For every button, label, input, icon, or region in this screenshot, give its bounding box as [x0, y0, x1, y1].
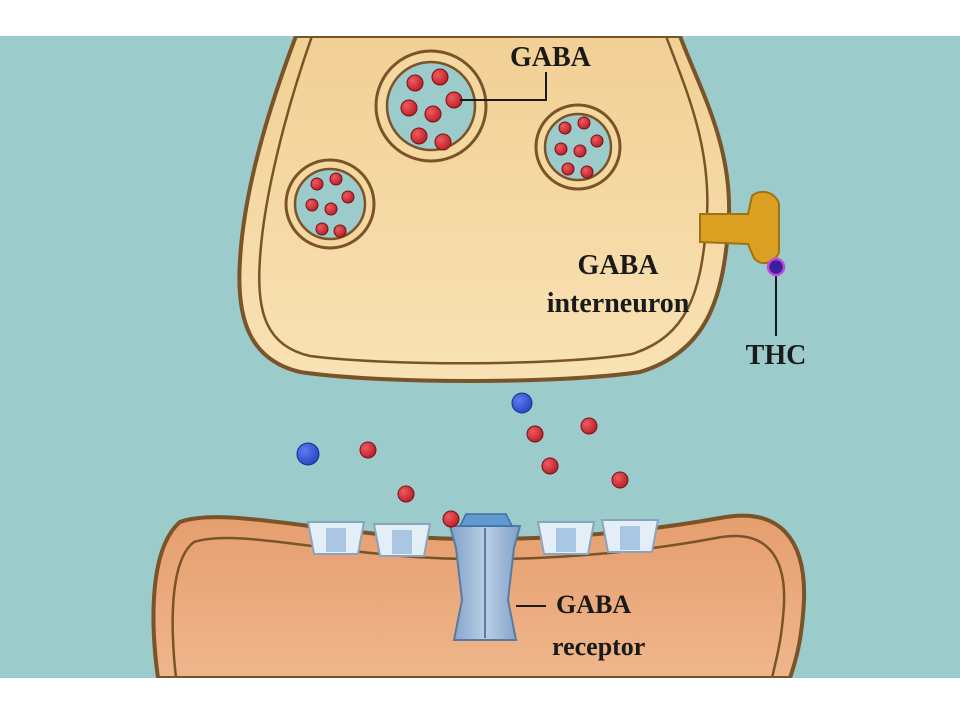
membrane-receptor: [536, 521, 596, 555]
gaba-molecule: [359, 441, 377, 459]
vesicle-large: [374, 49, 488, 163]
vesicle-gaba-molecules: [400, 68, 463, 151]
gaba-molecule: [580, 417, 598, 435]
receptor-label-line1: GABA: [556, 590, 631, 619]
presynaptic-terminal: GABA GABA interneuron: [237, 34, 732, 383]
presynaptic-membrane-inner: [258, 34, 709, 365]
interneuron-label-line1: GABA: [578, 250, 660, 281]
thc-molecule-blue: [511, 392, 533, 414]
receptor-label-line2: receptor: [552, 632, 645, 661]
interneuron-label-line2: interneuron: [547, 288, 690, 319]
top-margin: [0, 0, 960, 36]
gaba-molecule: [397, 485, 415, 503]
thc-molecule-blue: [296, 442, 320, 466]
thc-label: THC: [746, 340, 807, 371]
membrane-receptor: [306, 521, 366, 555]
thc-molecule: [766, 257, 786, 277]
membrane-receptor: [600, 519, 660, 553]
postsynaptic-neuron: GABA receptor: [151, 510, 807, 680]
bound-gaba-molecule: [442, 510, 460, 528]
cb1-receptor: [699, 190, 780, 265]
cleft-molecules: [296, 392, 629, 503]
membrane-receptor: [372, 523, 432, 557]
gaba-vesicle-label: GABA: [510, 42, 592, 73]
vesicle-left: [284, 158, 376, 250]
vesicle-right: [534, 103, 622, 191]
gaba-vesicle-leader-line: [460, 72, 547, 101]
gaba-molecule: [526, 425, 544, 443]
gaba-receptor-channel: [448, 513, 522, 641]
gaba-molecule: [611, 471, 629, 489]
gaba-molecule: [541, 457, 559, 475]
bottom-margin: [0, 678, 960, 720]
